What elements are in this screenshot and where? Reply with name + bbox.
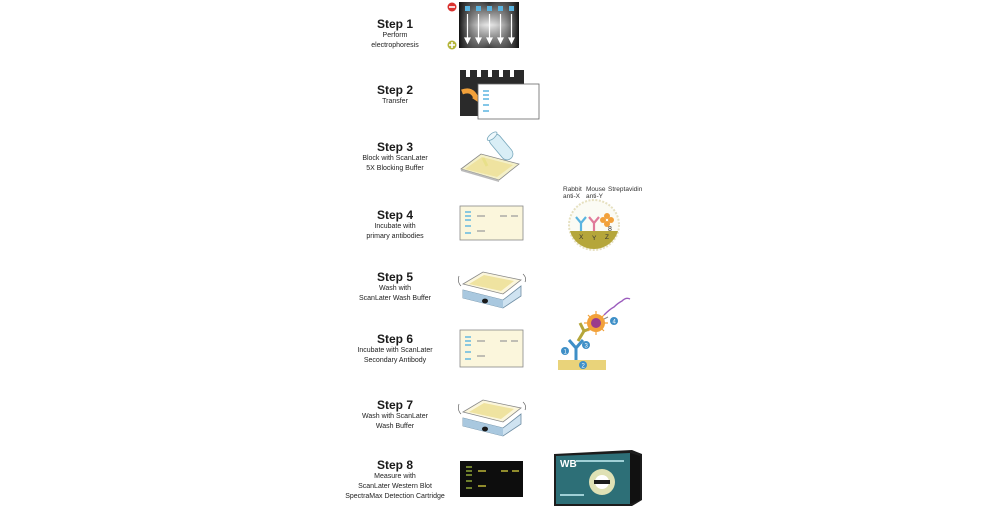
step-description: Wash with ScanLater Wash Buffer (362, 413, 428, 430)
step-description: Incubate with ScanLater Secondary Antibo… (357, 347, 433, 364)
step-description: Incubate with primary antibodies (366, 223, 424, 240)
step-title: Step 6 (376, 332, 413, 346)
step-description: Transfer (382, 98, 408, 105)
primary-antibodies-seal-icon: Rabbit anti-X Mouse anti-Y Streptavidin … (563, 186, 643, 251)
rabbit-label-2: anti-X (563, 193, 581, 200)
z-label: Z (605, 234, 609, 241)
step-description: Measure with ScanLater Western Blot Spec… (345, 473, 445, 500)
step-title: Step 2 (376, 83, 413, 97)
electrophoresis-gel-icon (447, 2, 519, 50)
step-7: Step 7 Wash with ScanLater Wash Buffer (330, 398, 460, 432)
number-3: 3 (585, 344, 589, 350)
streptavidin-label: Streptavidin (608, 186, 643, 193)
step-title: Step 4 (376, 208, 413, 222)
step-title: Step 7 (376, 398, 413, 412)
wash-shaker-icon (457, 271, 527, 309)
membrane-secondary-icon (459, 329, 524, 368)
membrane-primary-icon (459, 205, 524, 241)
step-description: Wash with ScanLater Wash Buffer (359, 285, 431, 302)
step-4: Step 4 Incubate with primary antibodies (330, 208, 460, 242)
svg-text:8: 8 (608, 226, 612, 233)
step-6: Step 6 Incubate with ScanLater Secondary… (330, 332, 460, 366)
number-2: 2 (582, 364, 586, 370)
step-5: Step 5 Wash with ScanLater Wash Buffer (330, 270, 460, 304)
mouse-label-2: anti-Y (586, 193, 604, 200)
step-description: Perform electrophoresis (371, 32, 419, 49)
step-description: Block with ScanLater 5X Blocking Buffer (362, 155, 428, 172)
step-2: Step 2 Transfer (330, 83, 460, 107)
detection-cartridge-icon: WB (554, 450, 642, 506)
transfer-icon (460, 70, 540, 120)
step-8: Step 8 Measure with ScanLater Western Bl… (330, 458, 460, 502)
step-title: Step 8 (376, 458, 413, 472)
cartridge-logo: WB (560, 459, 577, 470)
y-label: Y (592, 235, 597, 242)
number-4: 4 (613, 320, 617, 326)
secondary-antibody-diagram-icon: 1 2 3 4 (558, 297, 631, 370)
step-title: Step 1 (376, 17, 413, 31)
rabbit-label: Rabbit (563, 186, 582, 193)
wash-shaker-icon-2 (457, 399, 527, 437)
number-1: 1 (564, 350, 568, 356)
step-title: Step 5 (376, 270, 413, 284)
step-title: Step 3 (376, 140, 413, 154)
mouse-label: Mouse (586, 186, 606, 193)
x-label: X (579, 234, 584, 241)
step-3: Step 3 Block with ScanLater 5X Blocking … (330, 140, 460, 174)
step-1: Step 1 Perform electrophoresis (330, 17, 460, 51)
blocking-pipette-icon (460, 131, 520, 182)
detection-membrane-icon (460, 461, 523, 497)
